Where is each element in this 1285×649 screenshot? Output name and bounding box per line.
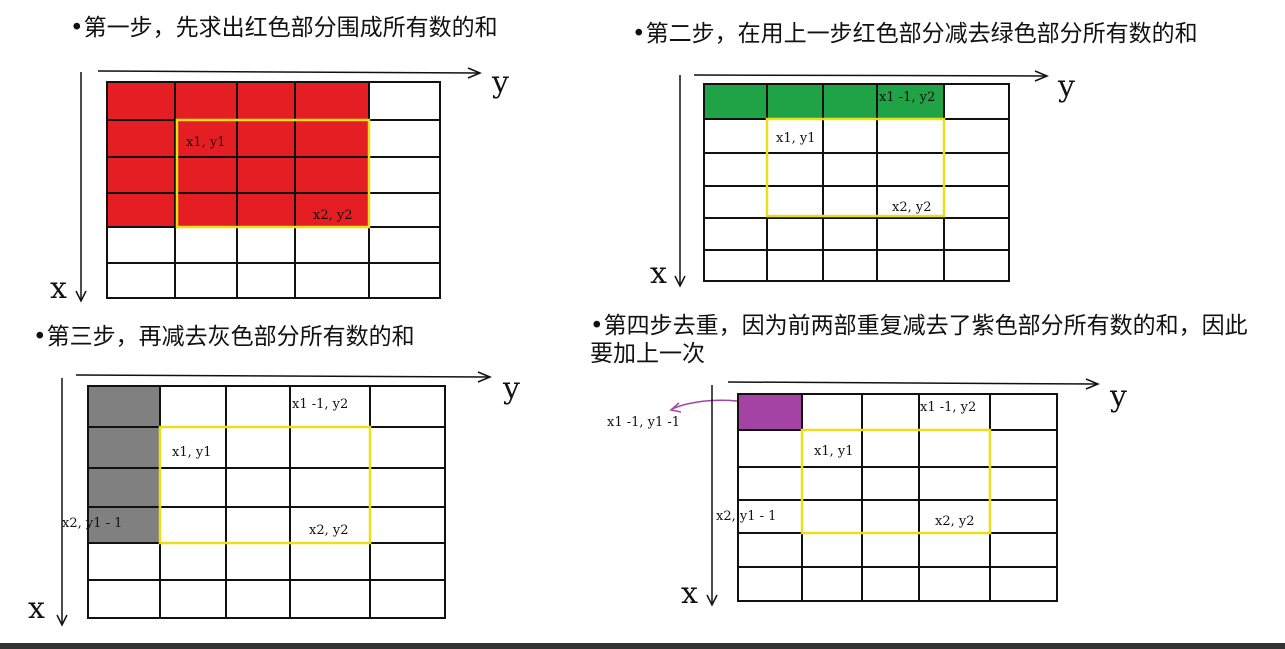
step-3-title: •第三步，再减去灰色部分所有数的和 [33, 324, 415, 350]
y-axis-label: y [1109, 379, 1127, 414]
label-x2-y2: x2, y2 [935, 514, 974, 529]
panel-1: x1, y1 x2, y2 y x [50, 65, 509, 306]
label-x1-y1: x1, y1 [172, 445, 211, 460]
bottom-divider [0, 643, 1285, 649]
panel-2: x1 -1, y2 x1, y1 x2, y2 y x [650, 69, 1075, 291]
label-x1m1-y2: x1 -1, y2 [292, 397, 348, 412]
step-4-title: •第四步去重，因为前两部重复减去了紫色部分所有数的和，因此要加上一次 [590, 313, 1248, 367]
query-box-3 [158, 425, 372, 545]
label-x2-y2: x2, y2 [313, 208, 352, 223]
purple-pointer-arrow [671, 399, 738, 410]
panel-4: x1 -1, y1 -1 x1 -1, y2 x1, y1 x2, y1 - 1… [607, 378, 1127, 611]
gray-region [88, 386, 160, 543]
label-x2-y1m1: x2, y1 - 1 [62, 516, 122, 531]
y-axis-label: y [1057, 69, 1075, 104]
query-box-1 [175, 118, 371, 229]
panel-3: x1 -1, y2 x1, y1 x2, y1 - 1 x2, y2 y x [28, 371, 520, 627]
purple-region [738, 394, 802, 430]
query-box-4 [800, 428, 992, 535]
x-axis-label: x [50, 271, 67, 306]
y-axis-label: y [502, 371, 520, 406]
label-x2-y2: x2, y2 [892, 200, 931, 215]
label-x1m1-y1m1: x1 -1, y1 -1 [607, 415, 680, 430]
label-x1m1-y2: x1 -1, y2 [879, 90, 935, 105]
label-x1-y1: x1, y1 [776, 131, 815, 146]
label-x1m1-y2: x1 -1, y2 [920, 400, 976, 415]
label-x2-y1m1: x2, y1 - 1 [716, 509, 776, 524]
label-x1-y1: x1, y1 [814, 444, 853, 459]
query-box-2 [765, 117, 946, 218]
label-x2-y2: x2, y2 [309, 523, 348, 538]
label-x1-y1: x1, y1 [186, 135, 225, 150]
y-axis-label: y [491, 65, 509, 100]
x-axis-label: x [650, 256, 667, 291]
x-axis-label: x [681, 576, 698, 611]
step-1-title: •第一步，先求出红色部分围成所有数的和 [70, 15, 498, 41]
x-axis-label: x [28, 591, 45, 626]
step-2-title: •第二步，在用上一步红色部分减去绿色部分所有数的和 [632, 21, 1198, 47]
